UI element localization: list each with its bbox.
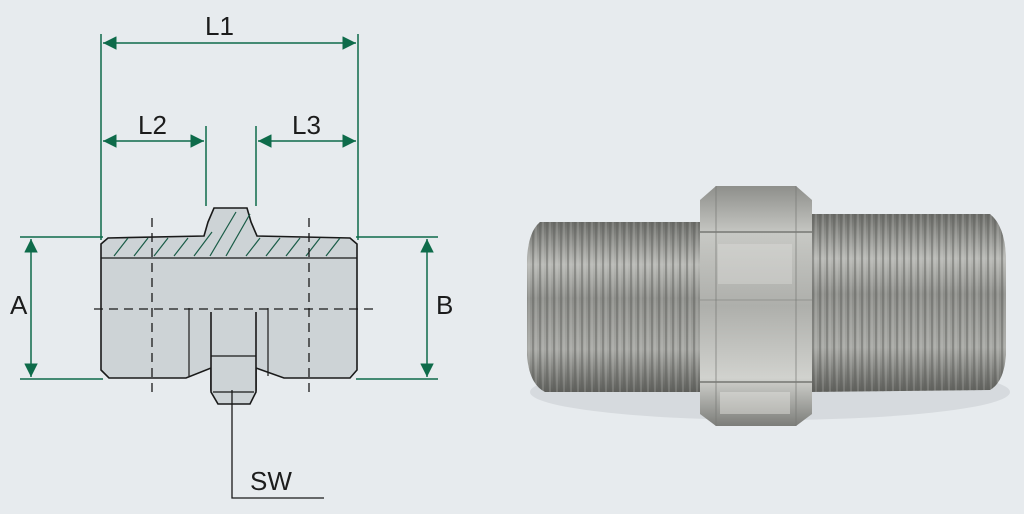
label-b: B (436, 290, 453, 320)
label-l3: L3 (292, 110, 321, 140)
hex-nut (210, 312, 257, 405)
sw-leader-line (231, 390, 324, 499)
section-hatching (113, 211, 341, 257)
centerlines (94, 218, 376, 398)
fitting-section-view (94, 207, 376, 405)
label-a: A (10, 290, 28, 320)
fitting-body (100, 207, 358, 391)
label-l1: L1 (205, 11, 234, 41)
dimension-lines (20, 34, 438, 380)
fitting-photo (527, 186, 1010, 426)
label-l2: L2 (138, 110, 167, 140)
label-sw: SW (250, 466, 292, 496)
